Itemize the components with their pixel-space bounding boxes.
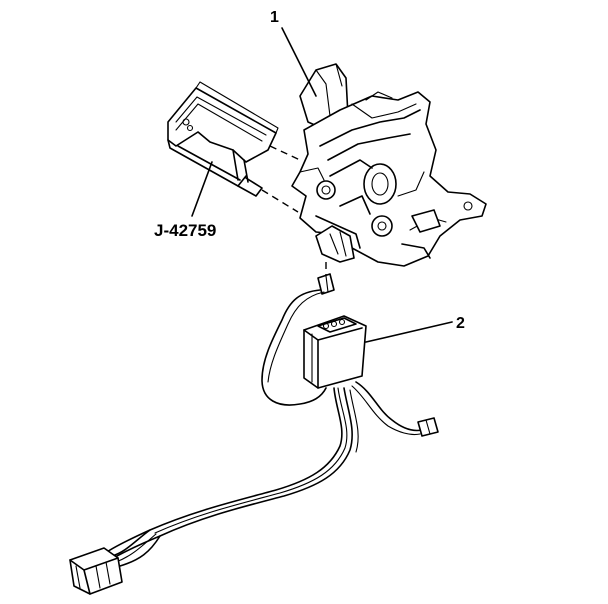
alignment-line-lower xyxy=(261,189,299,213)
leader-line-1 xyxy=(281,27,317,97)
switch-module xyxy=(261,273,439,437)
callout-2-label: 2 xyxy=(456,315,465,332)
callout-1-label: 1 xyxy=(270,9,279,26)
leader-line-tool xyxy=(191,161,213,217)
latch-assembly xyxy=(291,63,487,267)
tool-j42759 xyxy=(167,81,279,197)
wiring-harness xyxy=(69,387,359,595)
tool-label: J-42759 xyxy=(154,221,216,240)
leader-line-2 xyxy=(365,321,453,343)
alignment-line-upper xyxy=(269,145,301,161)
